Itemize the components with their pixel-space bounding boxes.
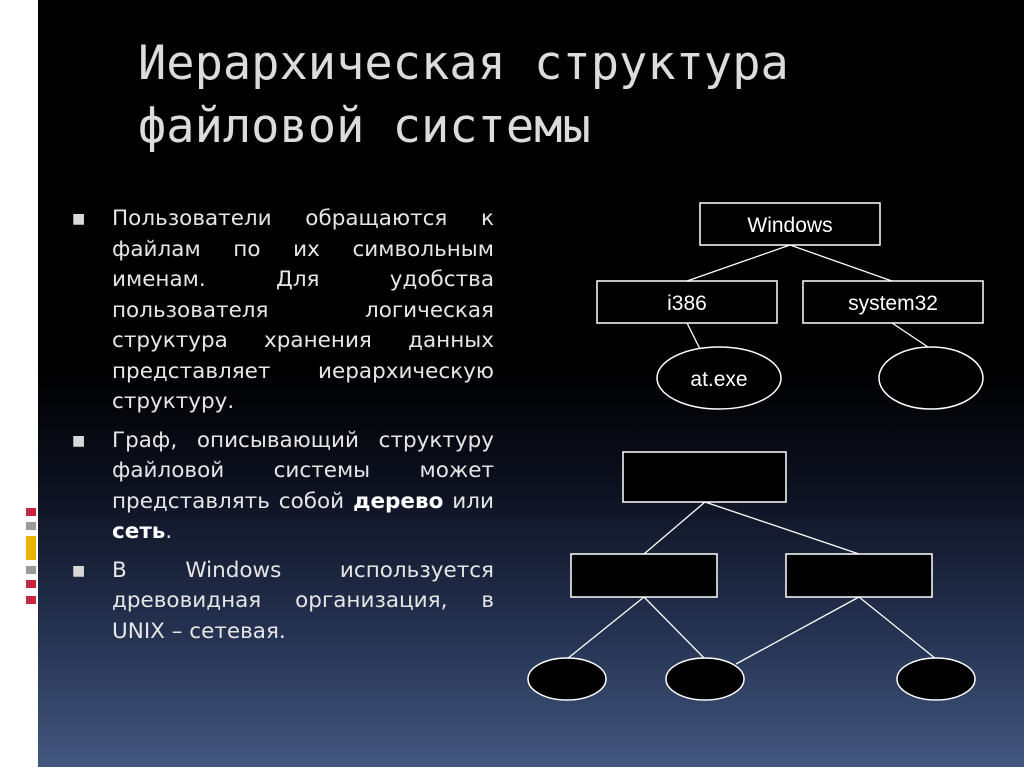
bold-term-tree: дерево bbox=[353, 488, 444, 514]
network-leaf bbox=[527, 657, 607, 701]
slide: Иерархическая структура файловой системы… bbox=[38, 0, 1024, 767]
network-leaf bbox=[896, 657, 976, 701]
left-margin-decoration bbox=[0, 0, 38, 767]
bullet-text: В Windows используется древовидная орган… bbox=[112, 557, 494, 644]
node-label: Windows bbox=[747, 214, 832, 237]
deco-square bbox=[26, 508, 36, 516]
bullet-marker-icon: ■ bbox=[72, 211, 86, 227]
bullet-item: ■ Пользователи обращаются к файлам по их… bbox=[70, 204, 494, 418]
bullet-item: ■ Граф, описывающий структуру файловой с… bbox=[70, 426, 494, 548]
network-edge bbox=[858, 596, 937, 660]
tree-edge bbox=[686, 322, 701, 350]
tree-node-empty bbox=[878, 346, 984, 410]
bullet-text: или bbox=[443, 488, 494, 514]
network-edges bbox=[566, 501, 937, 665]
bullet-marker-icon: ■ bbox=[72, 432, 86, 449]
node-label: at.exe bbox=[690, 368, 747, 391]
network-edge bbox=[735, 596, 860, 665]
bullet-list: ■ Пользователи обращаются к файлам по их… bbox=[70, 204, 494, 655]
network-edge bbox=[643, 596, 706, 660]
deco-square bbox=[26, 580, 36, 588]
network-node-mid-right bbox=[785, 553, 933, 598]
node-label: system32 bbox=[848, 292, 938, 315]
bullet-text: Граф, описывающий структуру файловой сис… bbox=[112, 427, 494, 514]
deco-square bbox=[26, 566, 36, 574]
margin-line bbox=[23, 0, 26, 767]
deco-square bbox=[26, 522, 36, 530]
title-line-2: файловой системы bbox=[138, 99, 591, 154]
tree-node-root: Windows bbox=[699, 202, 881, 246]
bullet-text: Пользователи обращаются к файлам по их с… bbox=[112, 206, 494, 414]
tree-edges bbox=[686, 244, 932, 350]
slide-title: Иерархическая структура файловой системы bbox=[138, 32, 958, 158]
network-edge bbox=[566, 596, 645, 660]
tree-node-system32: system32 bbox=[802, 280, 984, 324]
deco-square bbox=[26, 536, 36, 560]
node-label: i386 bbox=[667, 292, 707, 315]
network-node-top bbox=[622, 451, 787, 503]
title-line-1: Иерархическая структура bbox=[138, 36, 789, 91]
deco-square bbox=[26, 596, 36, 604]
tree-node-at-exe: at.exe bbox=[656, 346, 782, 410]
bullet-item: ■ В Windows используется древовидная орг… bbox=[70, 556, 494, 648]
network-edge bbox=[643, 501, 706, 555]
tree-edge bbox=[891, 322, 932, 350]
bold-term-network: сеть bbox=[112, 519, 166, 544]
bullet-marker-icon: ■ bbox=[72, 562, 86, 579]
bullet-text: . bbox=[165, 519, 173, 544]
network-node-mid-left bbox=[570, 553, 718, 598]
tree-edge bbox=[789, 244, 893, 282]
tree-edge bbox=[686, 244, 791, 282]
network-leaf bbox=[665, 657, 745, 701]
network-edge bbox=[704, 501, 860, 555]
tree-node-i386: i386 bbox=[596, 280, 778, 324]
